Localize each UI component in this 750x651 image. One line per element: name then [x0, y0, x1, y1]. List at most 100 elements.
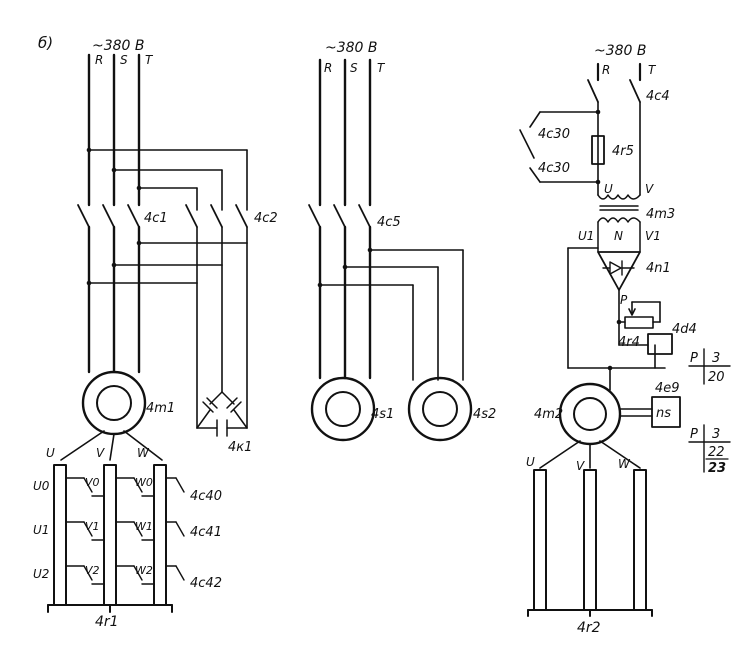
- ref-2-a: 3: [712, 427, 720, 442]
- busbars-2: [318, 58, 372, 207]
- capacitor-4k1-label: 4к1: [228, 440, 252, 455]
- tap-wires-1: [88, 149, 248, 211]
- transformer-4m3: [597, 194, 641, 253]
- rotor-leads-3: [539, 440, 641, 469]
- speed-relay-ns-label: ns: [656, 406, 671, 421]
- tap-v0: V0: [85, 476, 100, 489]
- junction-dots-3: [595, 109, 601, 185]
- tr-terminal-u: U: [604, 182, 613, 196]
- terminal-u-1: U: [46, 446, 55, 460]
- motor-feed-2: [318, 225, 372, 380]
- contactor-4c1: [77, 204, 140, 228]
- supply-voltage-3: ~380 B: [594, 43, 647, 59]
- junction-dots-1b: [86, 240, 142, 286]
- rotor-leads-1: [60, 430, 163, 461]
- speed-relay-4e9-label: 4e9: [655, 381, 680, 396]
- tap-u0: U0: [33, 479, 50, 493]
- phase-label-s-2: S: [350, 61, 358, 75]
- resistor-bank-4r2: [527, 469, 653, 617]
- contactor-4c2-label: 4c2: [254, 211, 278, 226]
- busbars-1: [87, 53, 141, 207]
- tr-terminal-n: N: [614, 229, 623, 243]
- ref-2-c: 23: [708, 461, 726, 476]
- phase-label-r-3: R: [602, 63, 610, 77]
- contactor-4c42-label: 4c42: [190, 576, 222, 591]
- phase-label-t-2: T: [377, 61, 386, 75]
- transformer-4m3-label: 4m3: [646, 207, 675, 222]
- cross-reference-1: P 3 20: [688, 348, 731, 385]
- tap-w2: W2: [135, 564, 153, 577]
- resistor-taps-1: [65, 477, 185, 585]
- relay-4d4: [647, 333, 673, 355]
- motor-4m1: [81, 370, 147, 436]
- contactor-4c4-label: 4c4: [646, 89, 670, 104]
- ref-2-b: 22: [708, 445, 725, 460]
- contactors-4c30: [519, 111, 541, 183]
- junction-dots-2: [317, 247, 373, 288]
- tap-w0: W0: [135, 476, 153, 489]
- motor-4m2-label: 4m2: [534, 407, 563, 422]
- terminal-v-1: V: [96, 446, 105, 460]
- tap-v1: V1: [85, 520, 100, 533]
- motor-4m1-label: 4m1: [146, 401, 175, 416]
- resistor-4r2-label: 4r2: [577, 620, 601, 636]
- contactor-4c30-label-b: 4c30: [538, 161, 570, 176]
- tap-u2: U2: [33, 567, 49, 581]
- resistor-4r5-label: 4r5: [612, 144, 634, 159]
- contactor-4c41-label: 4c41: [190, 525, 222, 540]
- tap-w1: W1: [135, 520, 153, 533]
- rectifier-4n1: [597, 251, 641, 291]
- contactor-4c5-label: 4c5: [377, 215, 401, 230]
- tap-u1: U1: [33, 523, 49, 537]
- phase-label-r-2: R: [324, 61, 332, 75]
- dc-wires-3: [567, 247, 666, 391]
- cross-reference-2: P 3 22 23: [688, 424, 731, 476]
- terminal-u-3: U: [526, 455, 535, 469]
- circuit-4s1-4s2: ~380 B R S T 4c5: [308, 40, 496, 442]
- supply-voltage-1: ~380 B: [92, 38, 145, 54]
- primary-wires-3: [539, 101, 641, 196]
- resistor-bank-4r1: [47, 464, 173, 613]
- reversing-wires-1: [88, 226, 248, 429]
- tap-v2: V2: [85, 564, 100, 577]
- tr-terminal-v1: V1: [645, 229, 661, 243]
- motor-4s1-label: 4s1: [371, 407, 394, 422]
- contactor-4c4: [587, 79, 641, 103]
- contactor-4c5: [308, 204, 371, 228]
- rheostat-4r4: [618, 301, 661, 329]
- capacitor-bank-4k1: [196, 391, 248, 437]
- supply-voltage-2: ~380 B: [325, 40, 378, 56]
- contactor-4c30-label-a: 4c30: [538, 127, 570, 142]
- terminal-w-3: W: [618, 457, 631, 471]
- resistor-4r1-label: 4r1: [95, 614, 119, 630]
- ref-1-a: 3: [712, 351, 720, 366]
- phase-label-r-1: R: [95, 53, 103, 67]
- rectifier-4n1-label: 4n1: [646, 261, 671, 276]
- circuit-4m2: ~380 B R T 4c4 4c30 4c30 4r5 U: [519, 43, 697, 636]
- phase-label-t-3: T: [648, 63, 657, 77]
- phase-label-t-1: T: [145, 53, 154, 67]
- busbars-3: [596, 62, 642, 82]
- contactor-4c40-label: 4c40: [190, 489, 222, 504]
- terminal-v-3: V: [576, 459, 585, 473]
- circuit-4m1: ~380 B R S T 4c1 4c2: [33, 38, 278, 630]
- speed-relay-shaft: [619, 408, 653, 417]
- resistor-4r5: [591, 135, 605, 165]
- rheostat-p-label: P: [620, 293, 628, 307]
- speed-relay-4e9: [651, 396, 681, 428]
- relay-4d4-label: 4d4: [672, 322, 697, 337]
- tr-terminal-u1: U1: [578, 229, 594, 243]
- terminal-w-1: W: [137, 446, 150, 460]
- junction-dots-1: [86, 147, 142, 191]
- motor-4s2-label: 4s2: [473, 407, 496, 422]
- motor-4s2: [407, 376, 473, 442]
- motor-4s1: [310, 376, 376, 442]
- ref-1-letter: P: [690, 351, 698, 366]
- motor-feed-1: [87, 225, 141, 374]
- junction-dots-3b: [607, 319, 622, 371]
- ref-1-b: 20: [708, 370, 725, 385]
- panel-label: б): [38, 34, 53, 52]
- rheostat-4r4-label: 4r4: [618, 335, 640, 350]
- contactor-4c1-label: 4c1: [144, 211, 168, 226]
